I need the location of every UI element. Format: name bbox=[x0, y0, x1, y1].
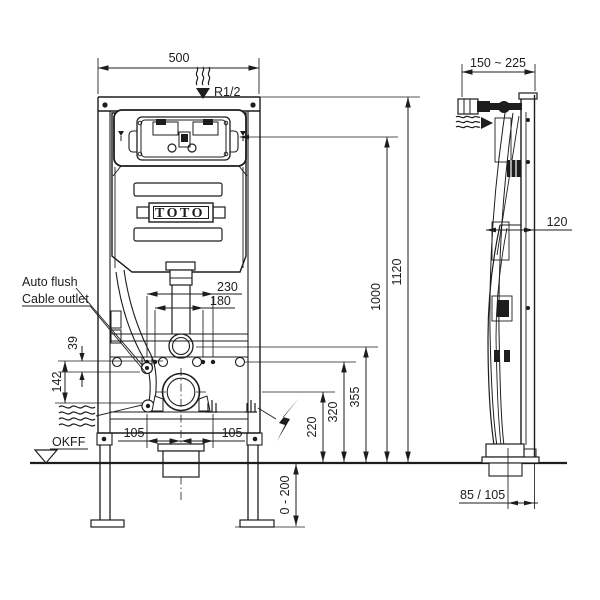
dim-text: 105 bbox=[222, 426, 243, 440]
dim-text: 230 bbox=[217, 280, 238, 294]
dim-text: 355 bbox=[348, 387, 362, 408]
frame-legs bbox=[90, 445, 275, 528]
water-supply-icon bbox=[195, 66, 211, 99]
cistern: TOTO bbox=[111, 109, 248, 273]
dimension-105-105: 105 105 bbox=[118, 414, 245, 448]
label-auto-flush: Auto flush bbox=[22, 275, 144, 367]
dimension-1000: 1000 bbox=[369, 137, 390, 462]
left-hose bbox=[110, 269, 157, 403]
drain-wavy-icon bbox=[58, 404, 143, 427]
side-outlet bbox=[485, 443, 525, 458]
floor-level-marker: OKFF bbox=[33, 435, 88, 464]
dimension-230: 230 bbox=[146, 280, 242, 357]
dimension-180: 180 bbox=[154, 294, 235, 357]
dim-text: 1000 bbox=[369, 283, 383, 311]
dim-text: 85 / 105 bbox=[460, 488, 505, 502]
clamp-wing bbox=[198, 395, 211, 412]
side-internals bbox=[489, 112, 521, 447]
auto-flush-unit bbox=[140, 356, 154, 375]
front-dimensions: 500 R1/2 230 180 39 bbox=[22, 51, 420, 528]
side-view: 150 ~ 225 bbox=[455, 56, 572, 509]
dimension-width-500: 500 bbox=[97, 51, 260, 94]
toto-logo: TOTO bbox=[136, 202, 226, 223]
dimension-220: 220 bbox=[305, 392, 326, 462]
clamp-wing bbox=[151, 395, 164, 412]
panel-slot bbox=[133, 182, 223, 197]
dim-text: 180 bbox=[210, 294, 231, 308]
dim-text: 105 bbox=[124, 426, 145, 440]
dim-text: 0 - 200 bbox=[278, 475, 292, 514]
water-inlet-icon bbox=[455, 115, 493, 129]
dim-text: 150 ~ 225 bbox=[470, 56, 526, 70]
side-foot-plate bbox=[481, 456, 540, 464]
dim-text: 120 bbox=[547, 215, 568, 229]
floor-datum-icon bbox=[33, 449, 59, 464]
flush-plate-mount bbox=[118, 116, 246, 161]
dim-text: 500 bbox=[169, 51, 190, 65]
pan-bracket bbox=[245, 400, 257, 413]
front-view: TOTO bbox=[90, 96, 275, 528]
dimension-142: 142 bbox=[50, 361, 143, 404]
dimension-39: 39 bbox=[58, 336, 163, 387]
side-frame-rail bbox=[518, 92, 538, 457]
dimension-outlet-offset: 85 / 105 bbox=[459, 448, 538, 509]
right-foot-plate bbox=[239, 519, 275, 528]
dim-text: 320 bbox=[326, 402, 340, 423]
floor-level-text: OKFF bbox=[52, 435, 86, 449]
frame-bolt-dot bbox=[250, 102, 256, 108]
dimension-1120: 1120 bbox=[390, 97, 411, 462]
left-foot-plate bbox=[90, 519, 125, 528]
dimension-320: 320 bbox=[326, 362, 347, 462]
waste-outlet bbox=[151, 372, 257, 413]
frame-bolt-dot bbox=[101, 436, 107, 442]
label-cable-outlet: Cable outlet bbox=[22, 292, 147, 374]
side-floor-socket bbox=[488, 462, 523, 477]
fixing-holes-row bbox=[111, 356, 246, 368]
dim-text-supply: R1/2 bbox=[214, 85, 240, 99]
supply-valve bbox=[457, 98, 522, 115]
dimension-depth-range: 150 ~ 225 bbox=[461, 56, 536, 97]
power-bolt-icon bbox=[257, 398, 299, 441]
svg-text:Auto flush: Auto flush bbox=[22, 275, 78, 289]
height-extension-lines bbox=[196, 96, 420, 393]
dim-text: 39 bbox=[66, 336, 80, 350]
pan-bracket bbox=[206, 400, 218, 413]
drain-socket bbox=[157, 443, 205, 478]
flush-bend-opening bbox=[168, 333, 194, 359]
dim-text: 1120 bbox=[390, 259, 404, 286]
rail-clip bbox=[110, 329, 122, 344]
flush-pipe bbox=[165, 261, 196, 359]
frame-bolt-dot bbox=[252, 436, 258, 442]
brand-text: TOTO bbox=[155, 206, 205, 221]
plate-hole bbox=[187, 143, 197, 153]
frame-bolt-dot bbox=[102, 102, 108, 108]
plate-hole bbox=[167, 143, 177, 153]
dimension-leg-adjustment: 0 - 200 bbox=[235, 464, 305, 528]
side-cistern-profile bbox=[481, 224, 540, 477]
panel-slot bbox=[133, 227, 223, 242]
svg-text:Cable outlet: Cable outlet bbox=[22, 292, 89, 306]
dimension-355: 355 bbox=[348, 347, 369, 462]
dim-text: 142 bbox=[50, 372, 64, 393]
rail-clip bbox=[110, 310, 122, 329]
dimension-depth-120: 120 bbox=[486, 215, 572, 233]
dim-text: 220 bbox=[305, 417, 319, 438]
